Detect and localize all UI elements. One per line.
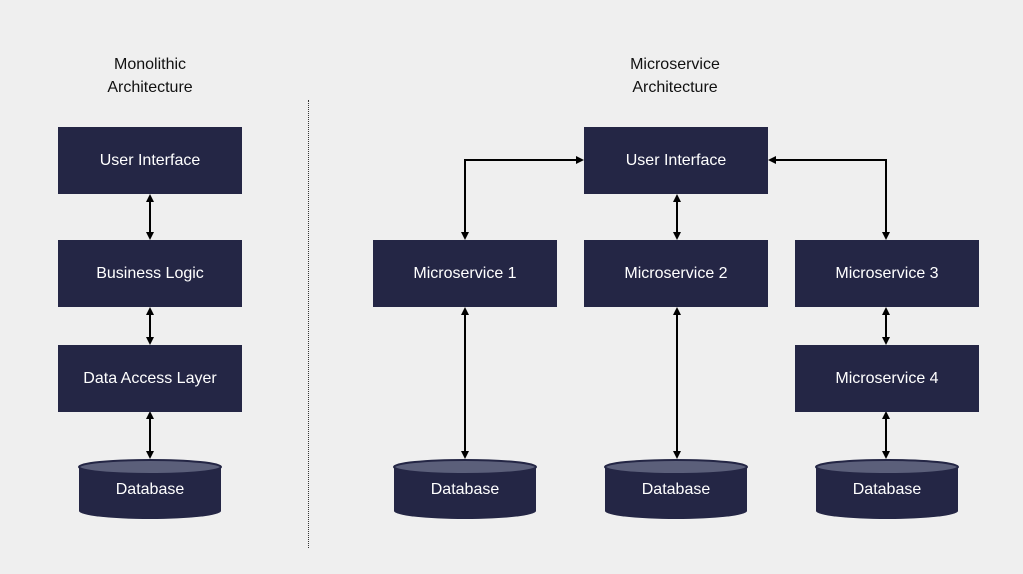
microservice-title: Microservice Architecture [630,56,720,96]
microservice-4-box: Microservice 4 [795,345,979,412]
arrow-ui-ms1 [461,156,584,240]
mono-database-cylinder: Database [78,459,222,519]
ms2-database-label: Database [641,481,711,498]
mono-user-interface-box: User Interface [58,127,242,194]
mono-database-label: Database [115,481,185,498]
ms1-database-label: Database [430,481,500,498]
microservice-3-box: Microservice 3 [795,240,979,307]
microservice-2-box: Microservice 2 [584,240,768,307]
mono-data-access-layer-box: Data Access Layer [58,345,242,412]
database-icon [815,459,959,519]
database-icon [604,459,748,519]
monolithic-title: Monolithic Architecture [107,56,193,96]
microservice-1-box: Microservice 1 [373,240,557,307]
ms2-database-cylinder: Database [604,459,748,519]
mono-business-logic-box: Business Logic [58,240,242,307]
database-icon [393,459,537,519]
ms-user-interface-box: User Interface [584,127,768,194]
arrow-ui-ms3 [768,156,890,240]
section-divider [308,100,309,548]
ms1-database-cylinder: Database [393,459,537,519]
ms4-database-label: Database [852,481,922,498]
ms4-database-cylinder: Database [815,459,959,519]
database-icon [78,459,222,519]
